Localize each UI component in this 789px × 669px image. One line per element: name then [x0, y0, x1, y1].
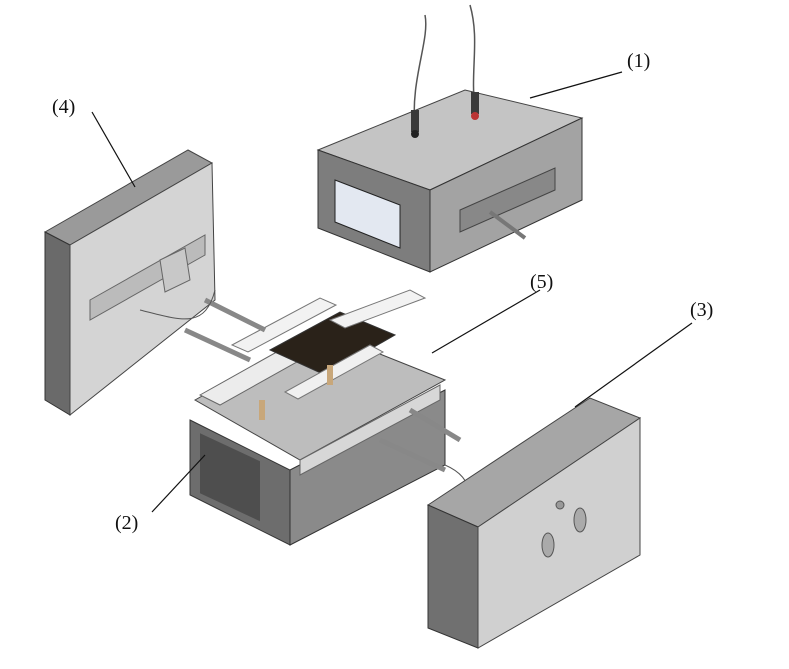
label-part-2: (2) — [115, 512, 139, 534]
part-3-side-panel — [426, 397, 642, 649]
electrode-compartment — [268, 311, 397, 376]
label-part-5: (5) — [530, 271, 554, 293]
label-part-4: (4) — [52, 96, 76, 118]
leader-lines — [91, 71, 693, 513]
display-screen — [334, 179, 401, 249]
part-4-side-panel — [43, 149, 216, 417]
part-1-control-box — [316, 4, 584, 273]
part-2-main-unit — [139, 289, 470, 546]
label-part-3: (3) — [690, 299, 714, 321]
label-part-1: (1) — [627, 50, 651, 72]
